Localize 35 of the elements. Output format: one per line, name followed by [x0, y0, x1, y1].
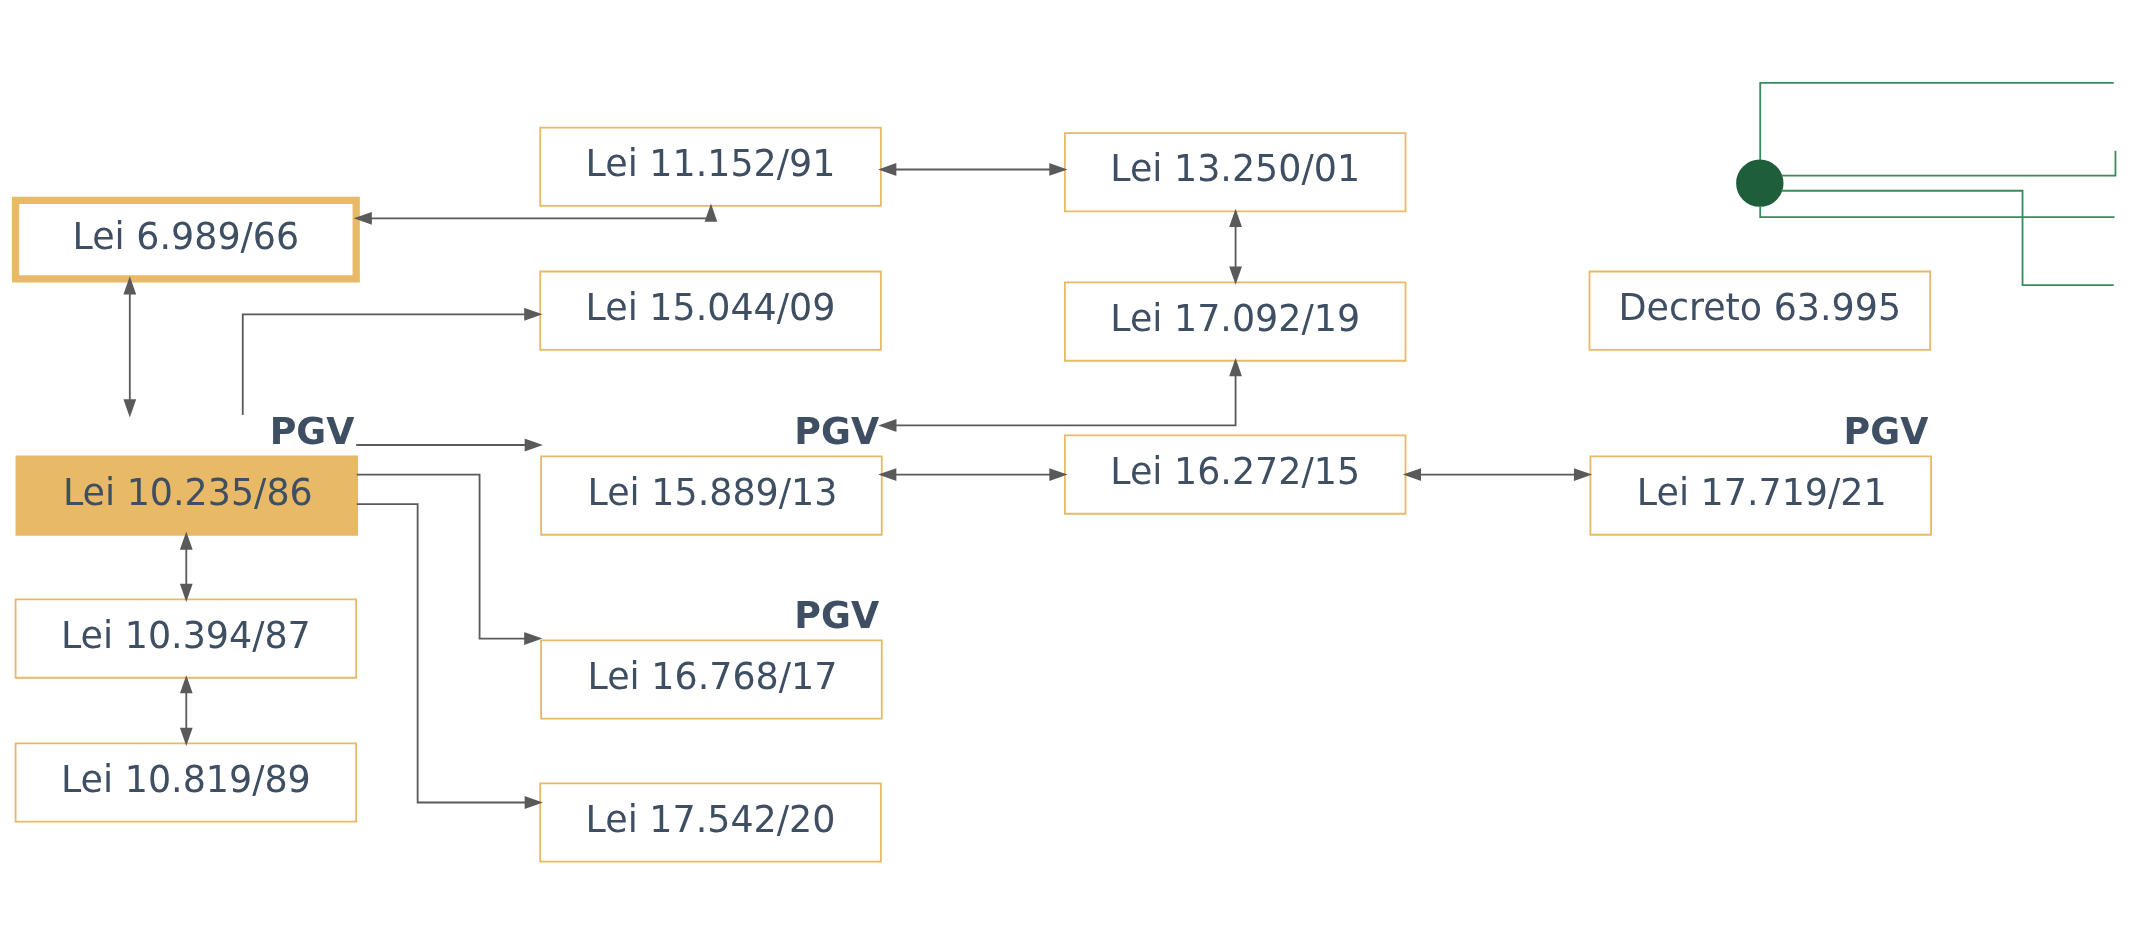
node-label: PGV: [269, 409, 355, 453]
arrow: [878, 468, 1068, 481]
node-box: Lei 16.272/15: [1063, 434, 1407, 515]
arrow: [179, 531, 193, 602]
node-label: PGV: [1843, 409, 1929, 453]
arrow: [355, 473, 543, 645]
node-label: PGV: [794, 409, 880, 453]
arrow: [355, 438, 543, 452]
arrow: [878, 358, 1242, 432]
node-circle: [1736, 159, 1784, 207]
node-box: Lei 11.152/91: [539, 126, 882, 207]
node-box: Lei 16.768/17: [540, 639, 883, 720]
node-box: Lei 10.819/89: [14, 742, 358, 823]
arrow: [241, 307, 543, 416]
node-box: Lei 17.092/19: [1063, 281, 1407, 362]
node-box: Lei 15.889/13: [540, 455, 883, 536]
arrow: [353, 203, 718, 225]
node-box: Decreto 63.995: [1588, 270, 1932, 351]
node-box: Lei 13.250/01: [1063, 132, 1407, 213]
node-box: Lei 15.044/09: [539, 270, 882, 351]
node-box: Lei 17.542/20: [539, 782, 882, 863]
node-box: Lei 6.989/66: [11, 196, 360, 283]
node-label: PGV: [794, 593, 880, 637]
arrow: [1402, 468, 1593, 481]
arrow: [123, 276, 137, 418]
node-box: Lei 17.719/21: [1589, 455, 1932, 536]
connector: [1780, 149, 2117, 177]
connector: [1780, 189, 2115, 287]
arrow: [355, 503, 543, 809]
arrow: [878, 163, 1068, 176]
arrow: [1229, 208, 1242, 285]
connector: [1759, 82, 2115, 161]
connector: [1759, 205, 2116, 219]
node-box: Lei 10.394/87: [14, 598, 358, 679]
arrow: [179, 675, 193, 746]
